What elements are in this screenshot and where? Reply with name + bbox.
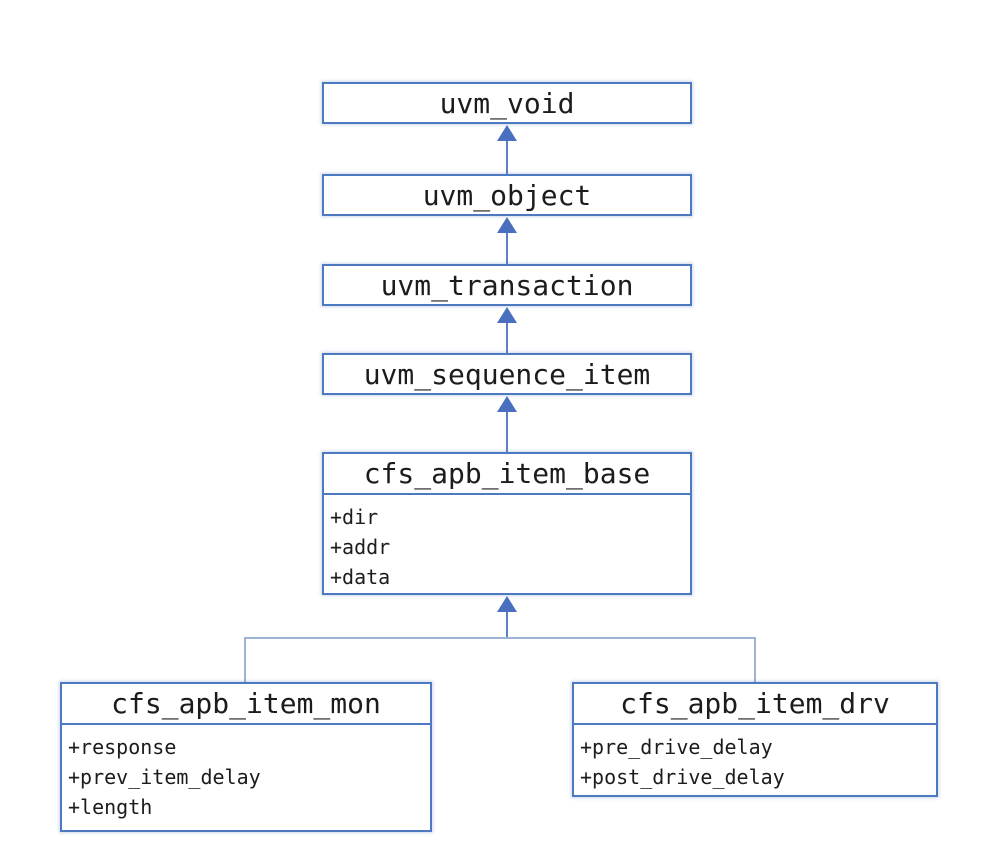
inheritance-line	[506, 141, 508, 174]
branch-horizontal-line	[244, 637, 756, 639]
class-name-cfs-apb-item-drv: cfs_apb_item_drv	[574, 684, 936, 725]
inheritance-line	[506, 233, 508, 264]
field-data: +data	[330, 565, 391, 589]
class-box-cfs-apb-item-drv: cfs_apb_item_drv +pre_drive_delay +post_…	[572, 682, 938, 797]
field-addr: +addr	[330, 535, 391, 559]
field-pre-drive-delay: +pre_drive_delay	[580, 735, 773, 759]
inheritance-line	[506, 323, 508, 353]
class-box-cfs-apb-item-base: cfs_apb_item_base +dir +addr +data	[322, 452, 692, 595]
class-name-uvm-void: uvm_void	[439, 86, 575, 120]
fields-compartment: +dir +addr +data	[324, 495, 690, 592]
class-name-uvm-sequence-item: uvm_sequence_item	[363, 357, 651, 391]
field-length: +length	[68, 795, 153, 819]
fields-compartment: +pre_drive_delay +post_drive_delay	[574, 725, 936, 792]
field-dir: +dir	[330, 505, 379, 529]
inheritance-line	[506, 412, 508, 452]
inheritance-arrowhead-icon	[497, 596, 517, 612]
class-name-uvm-transaction: uvm_transaction	[380, 268, 634, 302]
class-box-uvm-sequence-item: uvm_sequence_item	[322, 353, 692, 395]
inheritance-line	[506, 612, 508, 638]
field-prev-item-delay: +prev_item_delay	[68, 765, 261, 789]
inheritance-arrowhead-icon	[497, 125, 517, 141]
class-box-cfs-apb-item-mon: cfs_apb_item_mon +response +prev_item_de…	[60, 682, 432, 832]
class-box-uvm-void: uvm_void	[322, 82, 692, 124]
inheritance-arrowhead-icon	[497, 217, 517, 233]
branch-vertical-line-right	[754, 637, 756, 683]
inheritance-arrowhead-icon	[497, 396, 517, 412]
class-name-cfs-apb-item-mon: cfs_apb_item_mon	[62, 684, 430, 725]
inheritance-arrowhead-icon	[497, 307, 517, 323]
branch-vertical-line-left	[244, 637, 246, 683]
field-post-drive-delay: +post_drive_delay	[580, 765, 785, 789]
class-name-cfs-apb-item-base: cfs_apb_item_base	[324, 454, 690, 495]
class-box-uvm-object: uvm_object	[322, 174, 692, 216]
field-response: +response	[68, 735, 177, 759]
class-name-uvm-object: uvm_object	[422, 178, 592, 212]
fields-compartment: +response +prev_item_delay +length	[62, 725, 430, 822]
class-box-uvm-transaction: uvm_transaction	[322, 264, 692, 306]
